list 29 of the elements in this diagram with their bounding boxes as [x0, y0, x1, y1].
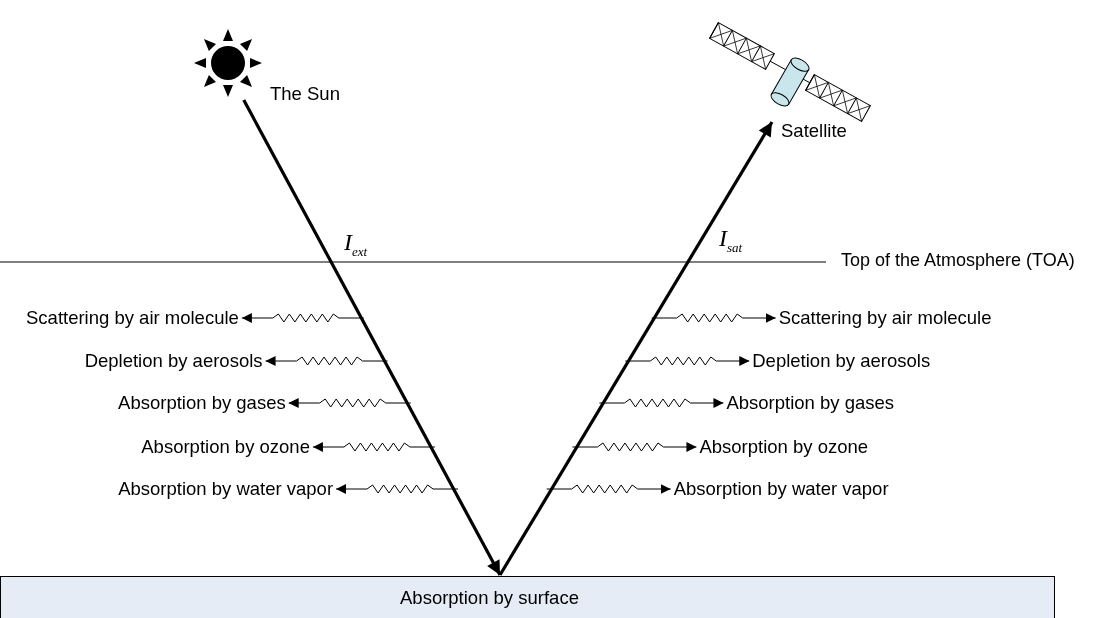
wavy-arrow [241, 313, 365, 323]
loss-label: Scattering by air molecule [778, 307, 992, 329]
surface-label: Absorption by surface [400, 587, 579, 609]
light-ray-arrow [498, 121, 774, 576]
loss-label: Absorption by gases [726, 392, 895, 414]
loss-label: Depletion by aerosols [752, 350, 931, 372]
loss-label: Absorption by gases [118, 392, 286, 414]
wavy-arrow [571, 442, 697, 452]
loss-label: Depletion by aerosols [84, 350, 263, 372]
wavy-arrow [651, 313, 777, 323]
wavy-arrow [624, 356, 750, 366]
wavy-arrow [335, 484, 459, 494]
loss-label: Absorption by ozone [141, 436, 310, 458]
atmosphere-label: Top of the Atmosphere (TOA) [841, 249, 1075, 271]
loss-label: Scattering by air molecule [26, 307, 239, 329]
loss-label: Absorption by water vapor [118, 478, 334, 500]
node-label: The Sun [270, 83, 340, 105]
wavy-arrow [288, 398, 412, 408]
wavy-arrow [546, 484, 672, 494]
loss-label: Absorption by ozone [699, 436, 869, 458]
wavy-arrow [312, 442, 436, 452]
edge-label: I$_{ext}$ [344, 229, 368, 261]
edge-label: I$_{sat}$ [719, 225, 743, 257]
surface-band [0, 576, 1055, 618]
node-label: Satellite [781, 120, 847, 142]
wavy-arrow [265, 356, 389, 366]
wavy-arrow [598, 398, 724, 408]
light-ray-arrow [242, 99, 502, 576]
loss-label: Absorption by water vapor [673, 478, 889, 500]
